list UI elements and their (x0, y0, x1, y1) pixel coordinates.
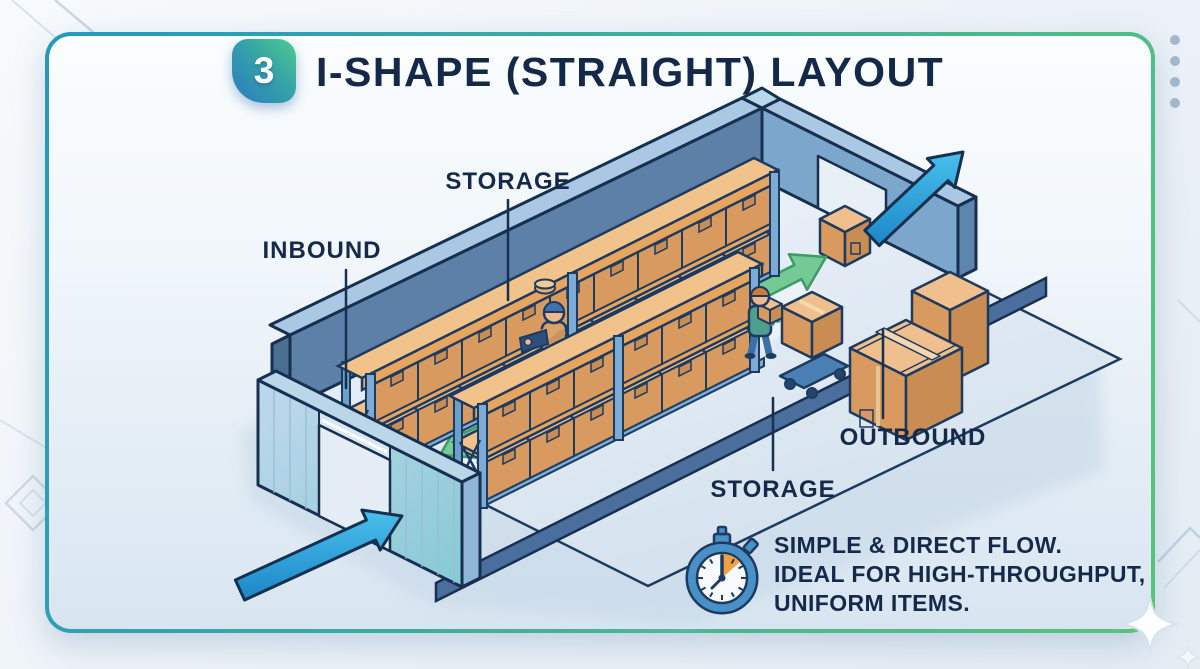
label-storage-bottom: STORAGE (710, 476, 836, 503)
inbound-arrow (233, 508, 404, 602)
stopwatch-icon (685, 525, 759, 615)
dots-decoration (1170, 35, 1180, 108)
callout-line-3: UNIFORM ITEMS. (774, 590, 970, 616)
item-on-rack (534, 278, 556, 295)
callout-line-1: SIMPLE & DIRECT FLOW. (774, 532, 1063, 558)
callout-text: SIMPLE & DIRECT FLOW. IDEAL FOR HIGH-THR… (774, 531, 1146, 618)
front-wall (256, 369, 482, 589)
chevron-decoration (1157, 299, 1200, 589)
label-outbound: OUTBOUND (839, 424, 987, 451)
sparkle-icon (1120, 595, 1200, 669)
label-inbound: INBOUND (262, 237, 382, 264)
storage-rack-front (447, 250, 765, 510)
label-storage-top: STORAGE (445, 168, 571, 195)
dolly-with-box (778, 290, 850, 399)
outbound-boxes (848, 270, 990, 442)
section-number-badge: 3 (232, 39, 296, 103)
page-title: I-SHAPE (STRAIGHT) LAYOUT (316, 49, 945, 95)
callout-line-2: IDEAL FOR HIGH-THROUGHPUT, (774, 561, 1146, 587)
leader-lines (344, 198, 885, 472)
doorway-box (818, 204, 872, 268)
outbound-arrow (863, 150, 965, 248)
worker-carrying (744, 286, 783, 359)
